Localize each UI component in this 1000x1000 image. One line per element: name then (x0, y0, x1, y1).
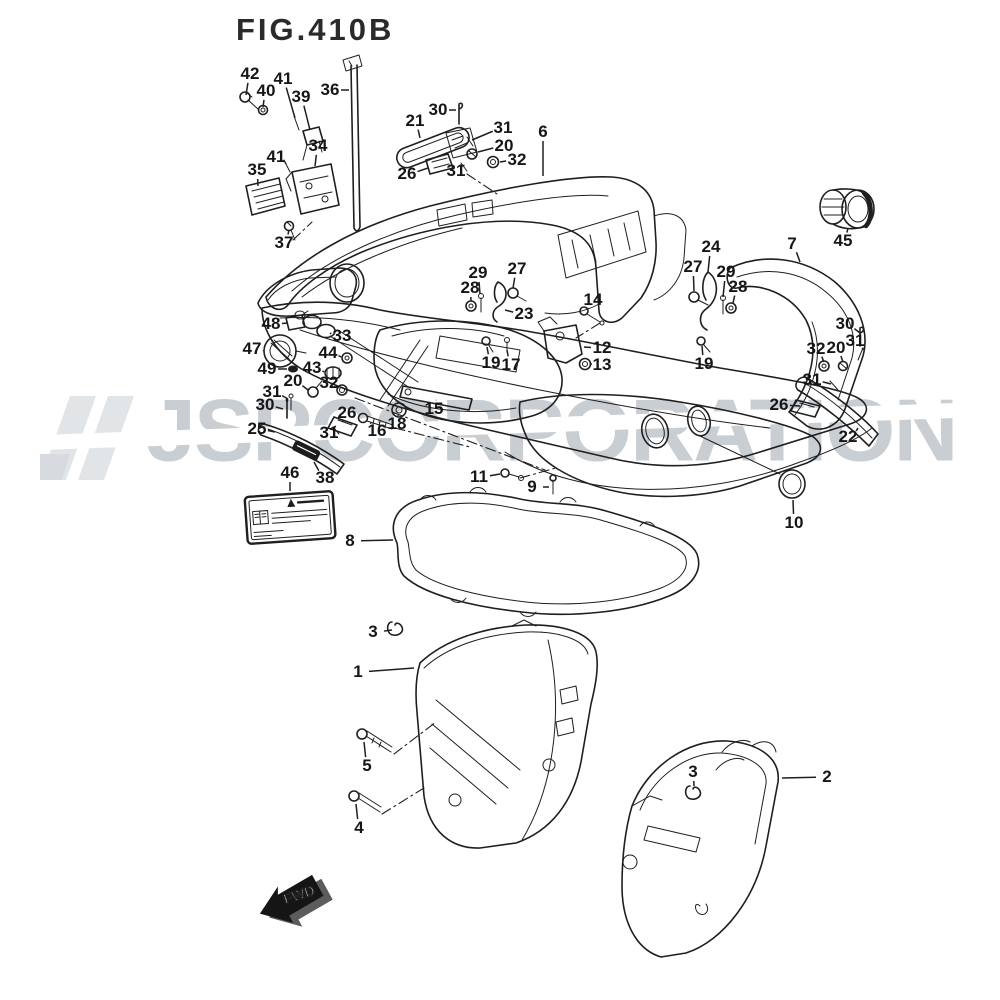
part-46-label-sticker (243, 490, 337, 545)
lower-left-hardware (327, 385, 473, 437)
part-10-cap (778, 469, 806, 499)
pin-11 (500, 468, 524, 481)
latch-cluster-top (395, 102, 500, 175)
top-left-hardware (239, 91, 340, 241)
bolt-4 (348, 790, 382, 813)
clip-3-right (684, 785, 702, 800)
clip-3-left (386, 621, 404, 636)
figure-title: FIG.410B (236, 12, 395, 47)
part-1-front-lower-cover (415, 619, 598, 849)
fwd-arrow: FWD (259, 874, 333, 927)
part-22-trim (795, 376, 879, 447)
mid-hardware (465, 271, 737, 371)
part-25-trim (257, 423, 345, 475)
left-hardware-cluster (263, 310, 353, 419)
part-45-cap (819, 188, 875, 230)
bolt-5 (356, 728, 393, 753)
part-7-side-cover (726, 258, 866, 430)
centerlines (292, 173, 601, 815)
part-6-top-cover (265, 175, 687, 323)
part-8-gasket (392, 487, 700, 617)
pin-9 (549, 474, 557, 495)
main-body (257, 267, 873, 498)
part-38-badge (292, 440, 321, 461)
part-36-rod (342, 54, 363, 232)
right-hardware-cluster (790, 326, 865, 418)
part-2-right-lower-cover (621, 739, 779, 958)
